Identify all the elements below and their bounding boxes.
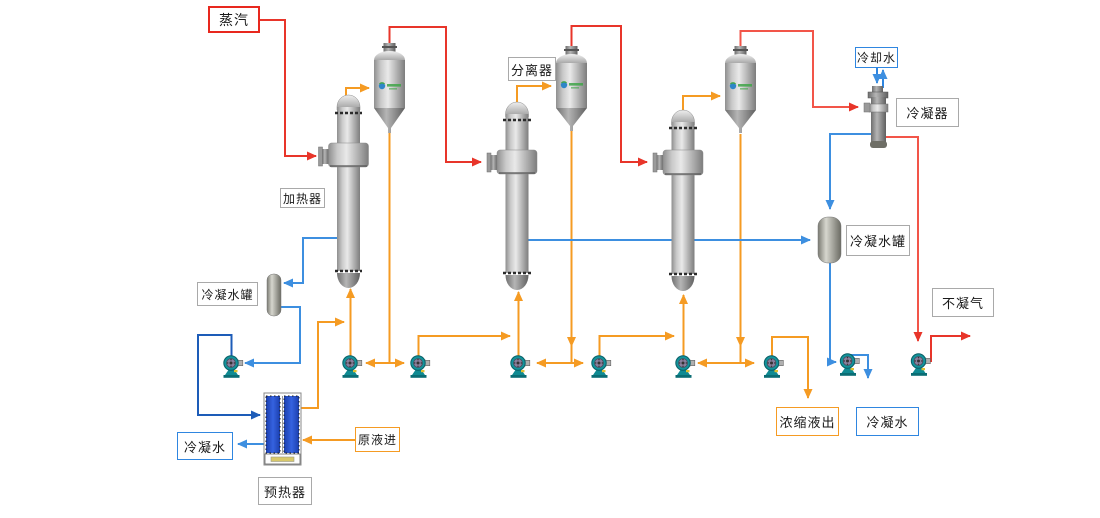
sep2-brand-logo bbox=[560, 81, 583, 89]
sep2-neck-flange bbox=[564, 49, 579, 51]
label-preheater: 预热器 bbox=[258, 477, 312, 505]
pipe-vapor-sep1-to-heater2 bbox=[388, 26, 482, 167]
pipe-non-condensable-out bbox=[930, 331, 971, 362]
vapor-separator-3 bbox=[725, 46, 756, 133]
pipe-preheater-to-circulation bbox=[300, 317, 345, 409]
preheater-base-plate bbox=[270, 456, 295, 462]
label-separator: 分离器 bbox=[508, 57, 556, 81]
heater2-nozzle-flange bbox=[486, 152, 492, 173]
pipe-condenser-to-tankright bbox=[825, 133, 872, 210]
condensate-tank-left bbox=[266, 273, 282, 317]
heater2-top-dome bbox=[505, 101, 529, 118]
label-non-condensable-gas: 不凝气 bbox=[932, 288, 994, 317]
pipe-tankright-to-pump8 bbox=[827, 262, 837, 367]
heater3-bottom-dome bbox=[671, 276, 695, 292]
evaporator-heater-3 bbox=[652, 109, 704, 292]
heater1-nozzle-flange bbox=[318, 146, 323, 167]
sep1-neck-flange bbox=[382, 46, 397, 48]
pipe-pump5-transfer-heater3 bbox=[598, 331, 675, 356]
heater3-nozzle-flange bbox=[652, 152, 658, 173]
sep3-cone bbox=[725, 110, 756, 133]
pipe-steam-to-heater1 bbox=[260, 19, 317, 161]
label-concentrate-out: 浓缩液出 bbox=[776, 407, 839, 436]
vapor-separator-2 bbox=[556, 46, 587, 131]
heater3-body bbox=[671, 122, 695, 274]
pump-1 bbox=[223, 355, 244, 379]
heater3-nozzle bbox=[656, 155, 664, 170]
heater2-vapor-belt bbox=[496, 149, 538, 175]
heater3-vapor-belt bbox=[662, 149, 704, 176]
pipe-tankleft-to-pump1 bbox=[244, 306, 301, 368]
evaporator-heater-1 bbox=[318, 94, 369, 288]
label-condensate-tank-left: 冷凝水罐 bbox=[197, 282, 258, 306]
equipment-layer bbox=[223, 43, 931, 466]
condensate-tank-right bbox=[817, 216, 842, 264]
sep2-cone bbox=[556, 108, 587, 131]
label-heater: 加热器 bbox=[280, 188, 325, 208]
sep1-cone bbox=[374, 108, 405, 133]
vapor-separator-1 bbox=[374, 43, 405, 133]
condenser-column bbox=[863, 86, 889, 148]
label-condenser: 冷凝器 bbox=[896, 98, 959, 127]
pump-5 bbox=[591, 355, 612, 379]
pump-7 bbox=[763, 355, 784, 379]
label-cooling-water: 冷却水 bbox=[855, 47, 898, 68]
preheater-tube-right bbox=[283, 395, 300, 454]
pump-2 bbox=[342, 355, 363, 379]
label-steam: 蒸汽 bbox=[208, 6, 260, 33]
sep1-brand-logo bbox=[378, 82, 401, 90]
pump-4 bbox=[510, 355, 531, 379]
pipe-vapor-sep2-to-heater3 bbox=[570, 25, 648, 167]
pipe-vapor-heater3-to-sep3 bbox=[682, 91, 721, 112]
condenser-bottom-cap bbox=[870, 141, 887, 148]
label-condensate-tank-right: 冷凝水罐 bbox=[846, 225, 910, 256]
label-condensate-water-right: 冷凝水 bbox=[856, 407, 919, 436]
sep3-neck-flange bbox=[733, 49, 748, 51]
pipe-pump1-to-preheater bbox=[197, 334, 261, 420]
pipe-pump7-concentrate-out bbox=[771, 336, 813, 399]
pipe-heater1-condensate-to-tank bbox=[283, 237, 337, 288]
pump-8 bbox=[839, 353, 860, 377]
pipe-condenser-to-vacuum-pump bbox=[886, 136, 923, 342]
heater2-body bbox=[505, 114, 529, 273]
pipe-pump8-condensate-out bbox=[849, 354, 873, 379]
sep1-dome bbox=[374, 51, 405, 62]
label-condensate-water-left: 冷凝水 bbox=[177, 432, 233, 460]
pump-3 bbox=[410, 355, 431, 379]
condenser-side-nozzle bbox=[863, 102, 871, 113]
preheater-tube-left bbox=[265, 395, 281, 454]
condenser-top-stub bbox=[872, 86, 883, 93]
heater1-top-dome bbox=[336, 94, 361, 111]
sep3-brand-logo bbox=[729, 82, 752, 90]
sep2-dome bbox=[556, 54, 587, 65]
label-raw-liquid-in: 原液进 bbox=[355, 427, 400, 452]
heater1-nozzle bbox=[322, 149, 329, 164]
condenser-nozzle-band bbox=[868, 103, 889, 113]
pipe-vapor-heater2-to-sep2 bbox=[516, 81, 552, 104]
pump-6 bbox=[675, 355, 696, 379]
plate-preheater bbox=[263, 392, 302, 466]
sep3-dome bbox=[725, 54, 756, 65]
heater1-body bbox=[337, 107, 360, 271]
pump-group bbox=[223, 353, 931, 379]
evaporator-heater-2 bbox=[486, 101, 538, 290]
heater2-nozzle bbox=[490, 155, 498, 170]
pipe-network bbox=[197, 19, 971, 449]
heater2-bottom-dome bbox=[505, 275, 529, 290]
heater1-vapor-belt bbox=[328, 142, 369, 168]
pipe-vapor-sep3-to-condenser bbox=[739, 30, 859, 112]
pipe-pump3-transfer-heater2 bbox=[417, 331, 511, 356]
pump-9 bbox=[910, 353, 931, 377]
heater1-bottom-dome bbox=[337, 273, 360, 288]
heater3-top-dome bbox=[671, 109, 695, 126]
